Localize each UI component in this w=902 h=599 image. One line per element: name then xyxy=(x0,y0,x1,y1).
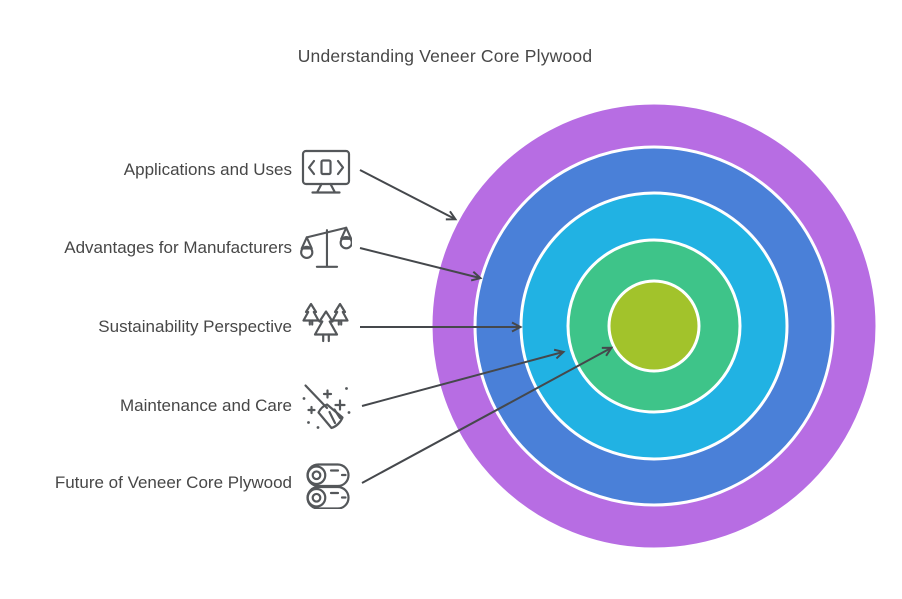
ring-center xyxy=(607,279,701,373)
broom-sparkle-icon xyxy=(300,380,352,432)
label-maintenance: Maintenance and Care xyxy=(119,396,292,415)
arrow-maintenance xyxy=(361,348,566,407)
page-title: Understanding Veneer Core Plywood xyxy=(297,46,593,66)
label-future: Future of Veneer Core Plywood xyxy=(54,473,292,492)
monitor-code-icon xyxy=(300,144,352,196)
arrow-future xyxy=(361,346,614,484)
balance-scale-icon xyxy=(300,222,352,274)
label-applications: Applications and Uses xyxy=(123,160,292,179)
label-advantages: Advantages for Manufacturers xyxy=(64,238,292,257)
arrow-applications xyxy=(359,169,458,221)
arrow-advantages xyxy=(359,247,483,282)
pine-trees-icon xyxy=(300,301,352,353)
label-sustainability: Sustainability Perspective xyxy=(98,317,292,336)
wood-logs-icon xyxy=(300,457,352,509)
